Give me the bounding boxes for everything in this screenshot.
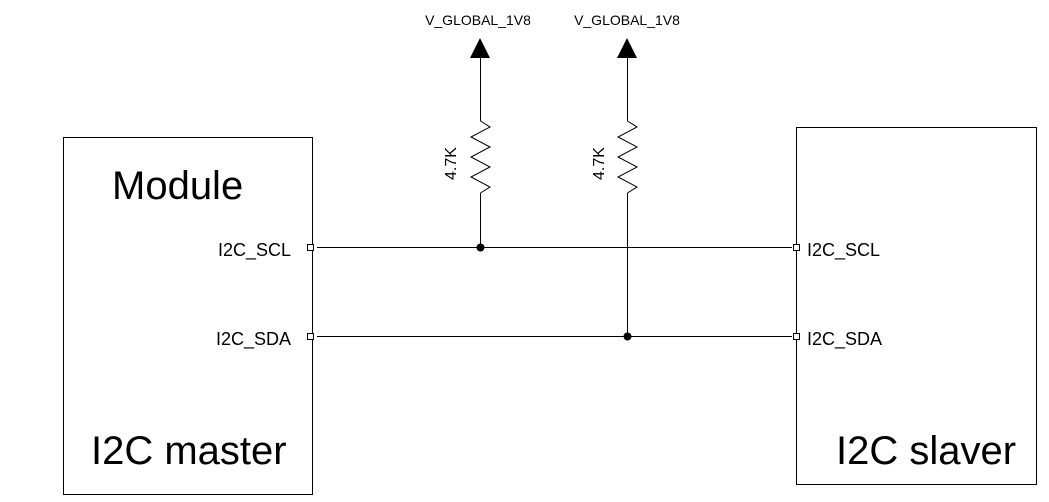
- master-pin-sda-label: I2C_SDA: [216, 329, 291, 350]
- master-role-label: I2C master: [91, 429, 287, 473]
- slave-pin-scl-marker: [793, 244, 800, 251]
- scl-junction-dot: [476, 243, 485, 252]
- scl-power-arrow-icon: [470, 38, 490, 58]
- scl-rail-label: V_GLOBAL_1V8: [425, 12, 531, 28]
- sda-pullup-value: 4.7K: [591, 147, 608, 180]
- slave-module-box: [796, 127, 1037, 485]
- slave-pin-scl-label: I2C_SCL: [807, 240, 880, 261]
- scl-pullup-value: 4.7K: [443, 147, 460, 180]
- master-pin-scl-marker: [307, 244, 314, 251]
- slave-pin-sda-label: I2C_SDA: [807, 329, 882, 350]
- scl-pullup-resistor: [469, 120, 492, 194]
- master-pin-sda-marker: [307, 333, 314, 340]
- slave-role-label: I2C slaver: [836, 429, 1016, 473]
- sda-pullup-resistor: [616, 120, 639, 194]
- master-module-title: Module: [112, 164, 243, 208]
- sda-junction-dot: [623, 332, 632, 341]
- sda-rail-label: V_GLOBAL_1V8: [574, 12, 680, 28]
- master-pin-scl-label: I2C_SCL: [218, 240, 291, 261]
- slave-pin-sda-marker: [793, 333, 800, 340]
- master-module-box: [63, 137, 313, 495]
- sda-power-arrow-icon: [617, 38, 637, 58]
